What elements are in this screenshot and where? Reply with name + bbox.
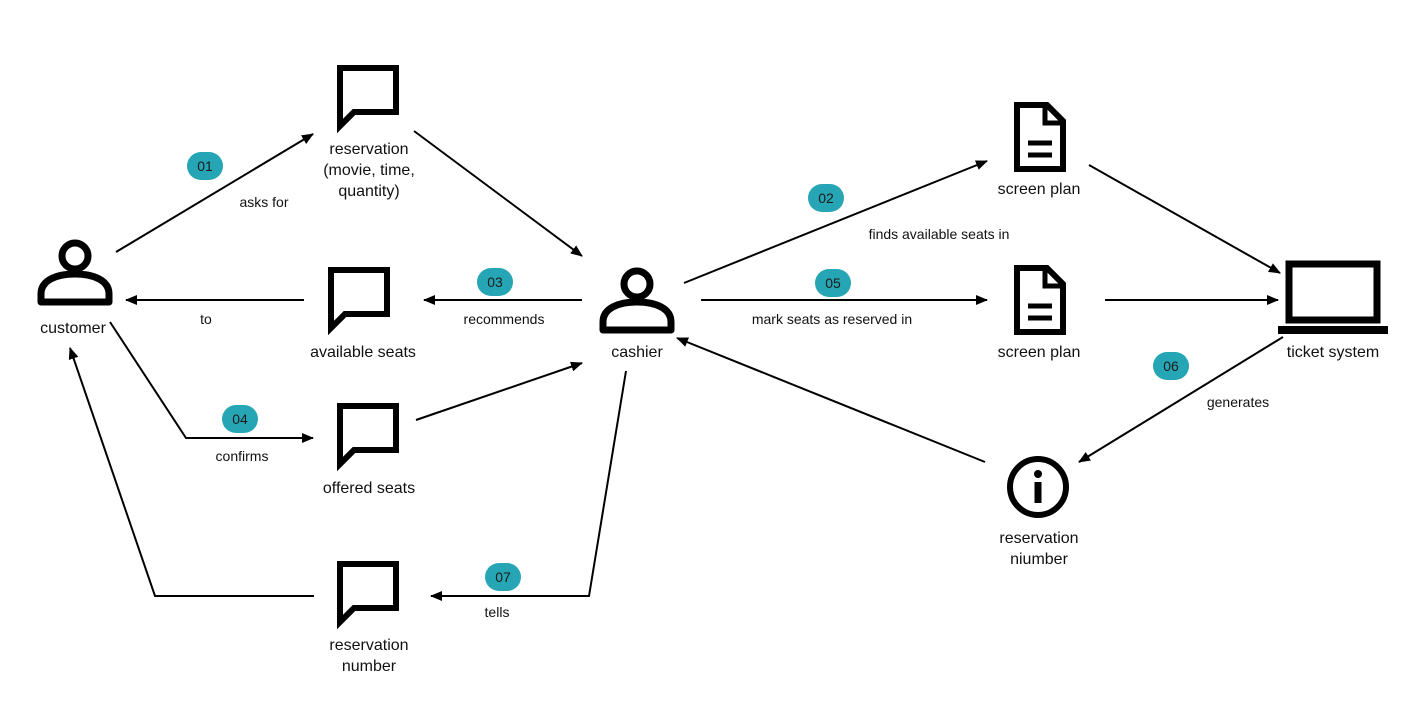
- svg-text:05: 05: [825, 275, 841, 291]
- speech-bubble-icon: [340, 68, 396, 126]
- edge-reservation-niumber-to-cashier: [676, 337, 986, 463]
- step-badge-06: 06: [1153, 352, 1189, 380]
- edge-labels: asks for finds available seats in recomm…: [200, 194, 1269, 620]
- node-label-reservation-niumber-line-2: niumber: [1010, 551, 1068, 568]
- node-label-available-seats: available seats: [310, 344, 416, 361]
- node-screen-plan-1: screen plan: [998, 105, 1081, 198]
- speech-bubble-icon: [340, 564, 396, 622]
- edge-cashier-to-reservation-number: [430, 370, 627, 601]
- node-label-reservation-niumber-line-1: reservation: [999, 530, 1078, 547]
- svg-text:07: 07: [495, 569, 511, 585]
- edge-customer-to-offered-seats: [109, 321, 314, 443]
- node-label-reservation-number-line-2: number: [342, 658, 397, 675]
- node-cashier: cashier: [603, 271, 671, 361]
- svg-text:03: 03: [487, 274, 503, 290]
- edge-screen-plan-1-to-ticket-system: [1088, 164, 1281, 274]
- step-badge-01: 01: [187, 152, 223, 180]
- edge-cashier-to-screen-plan-1: [683, 160, 988, 284]
- node-label-screen-plan-1: screen plan: [998, 181, 1081, 198]
- edge-label-tells: tells: [485, 604, 510, 620]
- svg-text:01: 01: [197, 158, 213, 174]
- person-icon: [603, 271, 671, 330]
- laptop-icon: [1278, 264, 1388, 334]
- edges: [68, 130, 1284, 601]
- node-screen-plan-2: screen plan: [998, 268, 1081, 361]
- node-label-reservation-line-1: reservation: [329, 141, 408, 158]
- person-icon: [41, 243, 109, 302]
- edge-label-generates: generates: [1207, 394, 1269, 410]
- step-badge-04: 04: [222, 405, 258, 433]
- svg-text:04: 04: [232, 411, 248, 427]
- node-label-screen-plan-2: screen plan: [998, 344, 1081, 361]
- edge-label-finds-available-seats: finds available seats in: [869, 226, 1010, 242]
- step-badge-05: 05: [815, 269, 851, 297]
- edge-ticket-system-to-reservation-niumber: [1078, 336, 1284, 463]
- speech-bubble-icon: [331, 270, 387, 328]
- svg-text:06: 06: [1163, 358, 1179, 374]
- step-badge-07: 07: [485, 563, 521, 591]
- edge-label-asks-for: asks for: [239, 194, 288, 210]
- document-icon: [1017, 268, 1063, 332]
- info-icon: [1010, 459, 1066, 515]
- node-label-ticket-system: ticket system: [1287, 344, 1379, 361]
- node-reservation-number: reservation number: [329, 564, 409, 675]
- edge-label-recommends: recommends: [464, 311, 545, 327]
- svg-text:02: 02: [818, 190, 834, 206]
- node-ticket-system: ticket system: [1278, 264, 1388, 361]
- node-label-reservation-number-line-1: reservation: [329, 637, 408, 654]
- step-badge-03: 03: [477, 268, 513, 296]
- edge-offered-seats-to-cashier: [415, 361, 583, 421]
- node-label-offered-seats: offered seats: [323, 480, 415, 497]
- document-icon: [1017, 105, 1063, 169]
- edge-reservation-to-cashier: [413, 130, 583, 257]
- node-label-reservation-line-3: quantity): [338, 183, 399, 200]
- step-badges: 01 02 03 04 05 06 07: [187, 152, 1189, 591]
- node-label-customer: customer: [40, 320, 106, 337]
- node-label-cashier: cashier: [611, 344, 663, 361]
- node-reservation-request: reservation (movie, time, quantity): [323, 68, 415, 200]
- node-reservation-niumber: reservation niumber: [999, 459, 1079, 568]
- node-available-seats: available seats: [310, 270, 416, 361]
- node-offered-seats: offered seats: [323, 406, 415, 497]
- node-customer: customer: [40, 243, 109, 337]
- edge-label-confirms: confirms: [216, 448, 269, 464]
- edge-customer-to-reservation: [115, 133, 314, 253]
- step-badge-02: 02: [808, 184, 844, 212]
- edge-label-to: to: [200, 311, 212, 327]
- node-label-reservation-line-2: (movie, time,: [323, 162, 415, 179]
- edge-reservation-number-to-customer: [68, 347, 314, 597]
- speech-bubble-icon: [340, 406, 396, 464]
- edge-label-mark-seats: mark seats as reserved in: [752, 311, 912, 327]
